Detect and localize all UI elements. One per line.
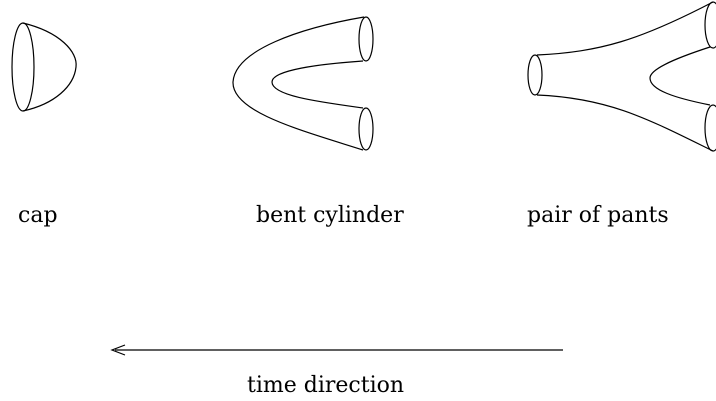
cap-surface [11,22,77,112]
pants-bottom-leg-circle [704,104,716,152]
time-direction-arrow [110,344,563,356]
bent-cylinder-surface [232,16,374,151]
bent-cylinder-inner-edge [271,60,364,109]
pants-waist-circle [527,54,543,96]
pair-of-pants-surface [527,1,716,152]
arrow-head [110,344,126,356]
bent-cylinder-bottom-circle [358,107,374,151]
pants-crotch-edge [649,46,711,106]
cap-dome-outline [22,22,77,112]
pants-bottom-edge [536,94,714,152]
bent-cylinder-top-circle [358,16,374,62]
cap-label: cap [18,203,58,228]
bent-cylinder-label: bent cylinder [256,203,404,228]
pants-top-edge [536,1,714,56]
pants-top-leg-circle [704,1,716,49]
bent-cylinder-outer-edge [232,16,365,151]
cap-boundary-circle [11,22,35,112]
pair-of-pants-label: pair of pants [527,203,669,228]
time-direction-label: time direction [247,373,405,398]
